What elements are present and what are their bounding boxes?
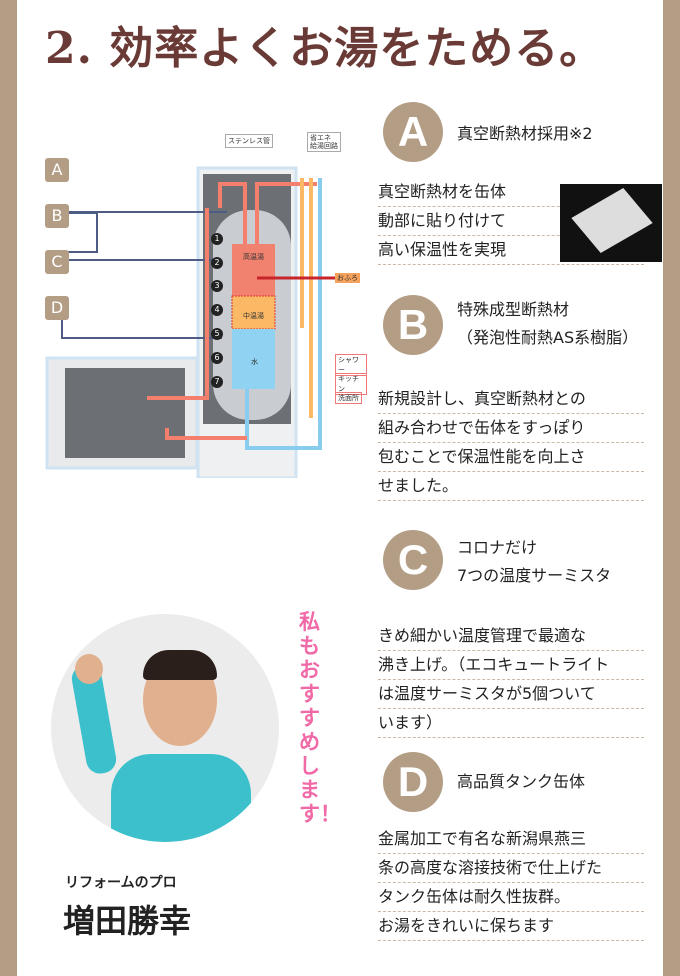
- sensor-1: 1: [211, 233, 223, 245]
- ecocute-diagram: A B C D ステンレス管 省エネ給湯回路 高温湯 中温湯 水 おふろ シャワ…: [17, 128, 367, 478]
- body-line: お湯をきれいに保ちます: [378, 912, 644, 941]
- body-line: 新規設計し、真空断熱材との: [378, 385, 644, 414]
- body-line: は温度サーミスタが5個ついて: [378, 680, 644, 709]
- heading-line: 7つの温度サーミスタ: [457, 566, 612, 585]
- badge-d: D: [383, 752, 443, 812]
- person-role: リフォームのプロ: [65, 875, 177, 891]
- person-name: 増田勝幸: [63, 902, 192, 940]
- body-line: 高い保温性を実現: [378, 236, 644, 265]
- label-mid: 中温湯: [243, 312, 264, 320]
- label-stainless: ステンレス管: [225, 134, 273, 148]
- label-eco-1: 省エネ: [310, 134, 331, 142]
- page: 2. 効率よくお湯をためる。 A B C D ステンレス管 省エネ給湯回路 高温…: [17, 0, 663, 976]
- body-line: タンク缶体は耐久性抜群。: [378, 883, 644, 912]
- sensor-7: 7: [211, 376, 223, 388]
- body-line: 組み合わせで缶体をすっぽり: [378, 414, 644, 443]
- diagram-label-c: C: [45, 250, 69, 274]
- sensor-4: 4: [211, 304, 223, 316]
- body-line: きめ細かい温度管理で最適な: [378, 622, 644, 651]
- heading-line: （発泡性耐熱AS系樹脂）: [457, 328, 639, 347]
- diagram-label-b: B: [45, 204, 69, 228]
- body-line: せました。: [378, 472, 644, 501]
- page-title: 2. 効率よくお湯をためる。: [45, 23, 605, 74]
- feature-a-heading: 真空断熱材採用※2: [457, 124, 593, 143]
- person-photo: [51, 614, 279, 842]
- label-bath: おふろ: [335, 273, 360, 283]
- heading-line: 特殊成型断熱材: [457, 300, 570, 319]
- heading-line: コロナだけ: [457, 538, 538, 557]
- feature-b-heading: 特殊成型断熱材 （発泡性耐熱AS系樹脂）: [457, 296, 638, 352]
- body-line: 真空断熱材を缶体: [378, 178, 644, 207]
- diagram-label-a: A: [45, 158, 69, 182]
- diagram-label-d: D: [45, 296, 69, 320]
- sensor-5: 5: [211, 328, 223, 340]
- label-washroom: 洗面所: [335, 392, 362, 404]
- sensor-6: 6: [211, 352, 223, 364]
- badge-c: C: [383, 530, 443, 590]
- body-line: います）: [378, 709, 644, 738]
- body-line: 沸き上げ。（エコキュートライト: [378, 651, 644, 680]
- label-eco: 省エネ給湯回路: [307, 132, 341, 152]
- label-high: 高温湯: [243, 253, 264, 261]
- label-eco-2: 給湯回路: [310, 142, 338, 150]
- feature-c-heading: コロナだけ 7つの温度サーミスタ: [457, 534, 611, 590]
- feature-a-body: 真空断熱材を缶体 動部に貼り付けて 高い保温性を実現: [378, 178, 644, 265]
- body-line: 金属加工で有名な新潟県燕三: [378, 825, 644, 854]
- badge-a: A: [383, 102, 443, 162]
- body-line: 条の高度な溶接技術で仕上げた: [378, 854, 644, 883]
- sensor-2: 2: [211, 257, 223, 269]
- label-kitchen: キッチン: [335, 373, 367, 395]
- feature-b-body: 新規設計し、真空断熱材との 組み合わせで缶体をすっぽり 包むことで保温性能を向上…: [378, 385, 644, 501]
- label-shower: シャワー: [335, 354, 367, 376]
- recommend-text: 私もおすすめします！: [299, 610, 341, 826]
- feature-c-body: きめ細かい温度管理で最適な 沸き上げ。（エコキュートライト は温度サーミスタが5…: [378, 622, 644, 738]
- body-line: 動部に貼り付けて: [378, 207, 644, 236]
- feature-d-body: 金属加工で有名な新潟県燕三 条の高度な溶接技術で仕上げた タンク缶体は耐久性抜群…: [378, 825, 644, 941]
- body-line: 包むことで保温性能を向上さ: [378, 443, 644, 472]
- sensor-3: 3: [211, 280, 223, 292]
- insulation-photo: [560, 184, 662, 262]
- feature-d-heading: 高品質タンク缶体: [457, 772, 586, 791]
- label-water: 水: [251, 358, 258, 366]
- badge-b: B: [383, 295, 443, 355]
